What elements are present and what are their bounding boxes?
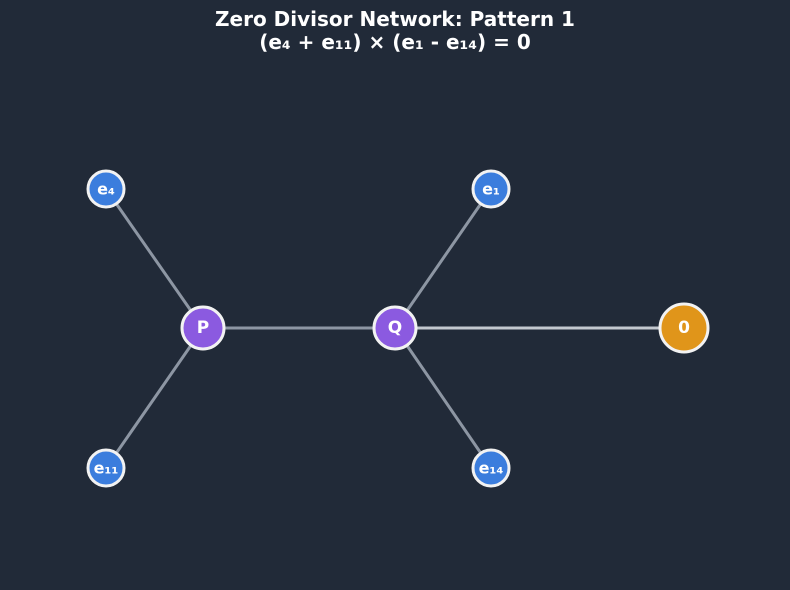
node-zero: 0 bbox=[658, 302, 710, 354]
node-e14: e₁₄ bbox=[471, 448, 511, 488]
node-Q-circle bbox=[372, 305, 418, 351]
node-layer: e₄ e₁₁ P Qe₁ e₁₄ 0 bbox=[86, 169, 710, 488]
edge-e4-P bbox=[104, 187, 205, 330]
node-e11: e₁₁ bbox=[86, 448, 126, 488]
node-P-circle bbox=[180, 305, 226, 351]
edge-layer bbox=[104, 187, 686, 470]
node-e1-circle bbox=[471, 169, 511, 209]
node-e4-circle bbox=[86, 169, 126, 209]
node-P: P bbox=[180, 305, 226, 351]
diagram-equation: (e₄ + e₁₁) × (e₁ - e₁₄) = 0 bbox=[259, 30, 531, 54]
edge-e14-Q bbox=[393, 326, 493, 470]
node-e1-label: e₁ bbox=[482, 180, 500, 199]
node-e11-label: e₁₁ bbox=[94, 459, 119, 478]
node-e14-circle bbox=[471, 448, 511, 488]
edge-e11-P bbox=[104, 326, 205, 470]
diagram-title: Zero Divisor Network: Pattern 1 bbox=[215, 7, 575, 31]
node-P-label: P bbox=[197, 318, 209, 338]
node-Q-label: Q bbox=[388, 318, 402, 338]
node-e14-label: e₁₄ bbox=[479, 459, 504, 478]
edge-e1-Q bbox=[393, 187, 493, 330]
node-e11-circle bbox=[86, 448, 126, 488]
node-e1: e₁ bbox=[471, 169, 511, 209]
node-e4: e₄ bbox=[86, 169, 126, 209]
node-zero-circle bbox=[658, 302, 710, 354]
node-e4-label: e₄ bbox=[97, 180, 115, 199]
node-zero-label: 0 bbox=[678, 318, 690, 338]
node-Q: Q bbox=[372, 305, 418, 351]
